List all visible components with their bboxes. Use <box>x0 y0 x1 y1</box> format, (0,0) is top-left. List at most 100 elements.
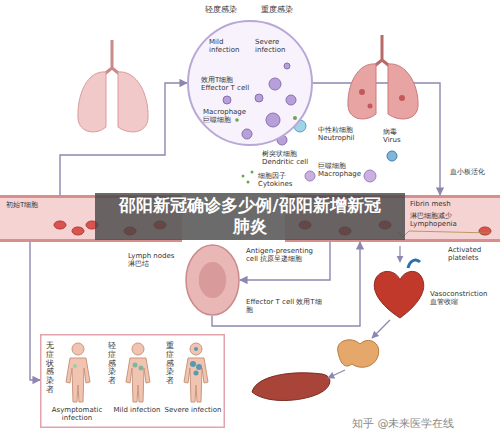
annotation-label: 血小板活化 <box>450 168 496 176</box>
illustration-part <box>118 72 148 132</box>
annotation-label: 巨噬细胞 Macrophage <box>318 162 370 178</box>
shape-part <box>286 95 296 105</box>
annotation-label: 病毒 Virus <box>383 128 415 144</box>
illustration-part <box>184 343 208 402</box>
illustration-part <box>388 64 418 119</box>
annotation-label: Vasoconstriction 血管收缩 <box>430 290 496 306</box>
shape-part <box>188 21 312 145</box>
organs <box>252 246 424 401</box>
right-lungs <box>348 35 418 119</box>
illustration-part <box>368 104 373 109</box>
shape-part <box>235 118 239 122</box>
patient-box: 无症状感染者 Asymptomatic infection 轻症感染者 Mild in… <box>40 334 225 428</box>
title-text: 邵阳新冠确诊多少例/邵阳新增新冠肺炎 <box>111 196 389 237</box>
illustration-part <box>190 361 196 367</box>
node-label: Severe infection <box>255 38 293 54</box>
illustration-part <box>348 64 376 119</box>
shape-part <box>223 96 231 104</box>
shape-part <box>242 129 252 139</box>
illustration-part <box>338 340 379 367</box>
illustration-part <box>374 271 423 318</box>
annotation-label: 树突状细胞 Dendritic cell <box>262 150 314 166</box>
annotation-label: 中性粒细胞 Neutrophil <box>318 126 370 142</box>
shape-part <box>0 195 182 198</box>
title-banner: 邵阳新冠确诊多少例/邵阳新增新冠肺炎 <box>95 193 405 240</box>
node-label: Asymptomatic infection <box>44 406 110 422</box>
illustration-part <box>196 364 202 370</box>
watermark: 知乎 @未来医学在线 <box>352 418 492 431</box>
vertical-label: 轻症感染者 <box>108 342 116 386</box>
node-label: Fibrin mesh <box>410 200 490 208</box>
shape-part <box>86 221 98 229</box>
shape-part <box>293 116 297 120</box>
illustration-part <box>399 95 405 101</box>
illustration-part <box>66 343 90 402</box>
shape-part <box>285 195 500 198</box>
illustration-part <box>73 364 77 368</box>
shape-part <box>54 221 66 229</box>
shape-part <box>124 227 136 235</box>
illustration-part <box>305 171 315 181</box>
annotation-label: 细胞因子 Cytokines <box>258 172 310 188</box>
illustration-part <box>78 72 106 132</box>
shape-part <box>479 227 491 235</box>
shape-part <box>379 221 391 229</box>
node-label: Macrophage 巨噬细胞 <box>203 108 253 124</box>
shape-part <box>186 245 239 315</box>
illustration-part <box>387 151 397 161</box>
illustration-part <box>194 347 198 351</box>
annotation-label: Antigen-presenting cell 抗原呈递细胞 <box>246 247 326 263</box>
illustration-part <box>190 343 202 355</box>
illustration-part <box>364 170 376 182</box>
illustration-part <box>126 343 150 402</box>
node-label: 轻度感染 <box>205 6 245 15</box>
illustration-part <box>133 363 138 368</box>
annotation-label: Effector T cell 效用T细胞 <box>246 298 326 314</box>
node-label: 重度感染 <box>261 6 301 15</box>
flow-arrow <box>30 242 40 380</box>
flow-arrow <box>240 242 330 280</box>
shape-part <box>255 94 263 102</box>
illustration-part <box>408 260 420 268</box>
shape-part <box>284 63 290 69</box>
shape-part <box>72 227 84 235</box>
illustration-part <box>194 371 199 376</box>
shape-part <box>199 262 227 298</box>
node-label: Severe infection <box>164 406 222 414</box>
patient-figures <box>66 343 208 402</box>
illustration-part <box>247 181 250 184</box>
illustration-part <box>359 89 365 95</box>
illustration-part <box>252 373 330 401</box>
illustration-part <box>132 343 144 355</box>
shape-part <box>397 231 491 237</box>
node-label: 初始T细胞 <box>6 201 50 209</box>
illustration-part <box>66 358 90 402</box>
vertical-label: 重症感染者 <box>166 342 174 386</box>
shape-part <box>269 78 281 90</box>
shape-part <box>266 113 280 127</box>
shape-part <box>41 335 225 428</box>
shape-part <box>285 239 500 242</box>
node-outline <box>185 244 240 316</box>
illustration-part <box>72 343 84 355</box>
shape-part <box>339 227 351 235</box>
illustration-part <box>139 366 144 371</box>
node-label: 效用T细胞 Effector T cell <box>201 76 253 92</box>
node-label: 淋巴细胞减少 Lymphopenia <box>410 212 496 228</box>
illustration-part <box>251 171 254 174</box>
shape-part <box>299 221 311 229</box>
node-label: Mild infection <box>209 38 249 54</box>
node-label: Mild infection <box>108 406 166 414</box>
alveolus-circle: 轻度感染重度感染Mild infectionSevere infection效用… <box>187 20 313 146</box>
shape-part <box>0 239 182 242</box>
illustration-part <box>184 358 208 402</box>
illustration-part <box>372 320 390 338</box>
illustration-part <box>126 358 150 402</box>
shape-part <box>285 195 500 242</box>
vertical-label: 无症状感染者 <box>46 342 54 395</box>
shape-part <box>0 195 182 242</box>
lymph-node: Lymph nodes 淋巴结 <box>185 244 240 316</box>
illustration-part <box>242 175 245 178</box>
shape-part <box>154 221 166 229</box>
